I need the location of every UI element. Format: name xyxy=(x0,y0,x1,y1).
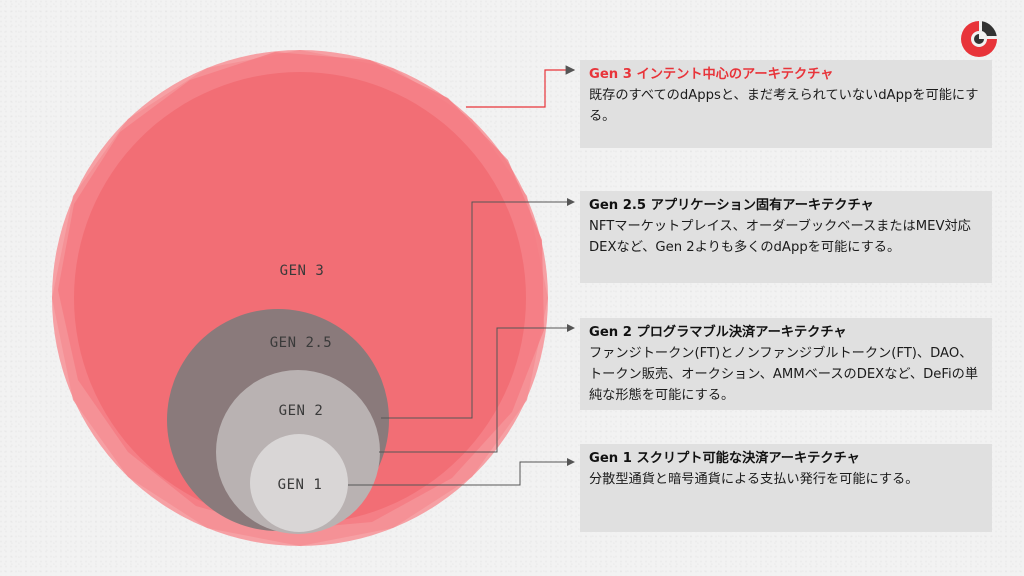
gen2-card-title: Gen 2 プログラマブル決済アーキテクチャ xyxy=(589,325,847,340)
gen2-card-body: ファンジトークン(FT)とノンファンジブルトークン(FT)、DAO、トークン販売… xyxy=(589,346,979,403)
gen1-card-body: 分散型通貨と暗号通貨による支払い発行を可能にする。 xyxy=(589,472,919,487)
gen25-card-title: Gen 2.5 アプリケーション固有アーキテクチャ xyxy=(589,198,874,213)
gen3-card-body: 既存のすべてのdAppsと、まだ考えられていないdAppを可能にする。 xyxy=(589,88,979,124)
gen25-card: Gen 2.5 アプリケーション固有アーキテクチャ NFTマーケットプレイス、オ… xyxy=(580,191,992,283)
gen1-card: Gen 1 スクリプト可能な決済アーキテクチャ 分散型通貨と暗号通貨による支払い… xyxy=(580,444,992,532)
gen2-card: Gen 2 プログラマブル決済アーキテクチャ ファンジトークン(FT)とノンファ… xyxy=(580,318,992,410)
gen25-connector xyxy=(381,198,575,419)
gen3-card-title: Gen 3 インテント中心のアーキテクチャ xyxy=(589,67,834,82)
gen2-connector xyxy=(379,324,575,453)
gen2-label: GEN 2 xyxy=(279,403,324,419)
gen25-label: GEN 2.5 xyxy=(270,335,333,351)
gen3-label: GEN 3 xyxy=(280,263,325,279)
gen1-card-title: Gen 1 スクリプト可能な決済アーキテクチャ xyxy=(589,451,860,466)
gen1-label: GEN 1 xyxy=(278,477,323,493)
gen3-connector xyxy=(466,65,576,108)
gen1-circle xyxy=(250,434,348,532)
gen3-card: Gen 3 インテント中心のアーキテクチャ 既存のすべてのdAppsと、まだ考え… xyxy=(580,60,992,148)
gen25-card-body: NFTマーケットプレイス、オーダーブックベースまたはMEV対応DEXなど、Gen… xyxy=(589,219,971,255)
gen1-connector xyxy=(348,458,575,486)
logo-icon xyxy=(961,21,997,57)
